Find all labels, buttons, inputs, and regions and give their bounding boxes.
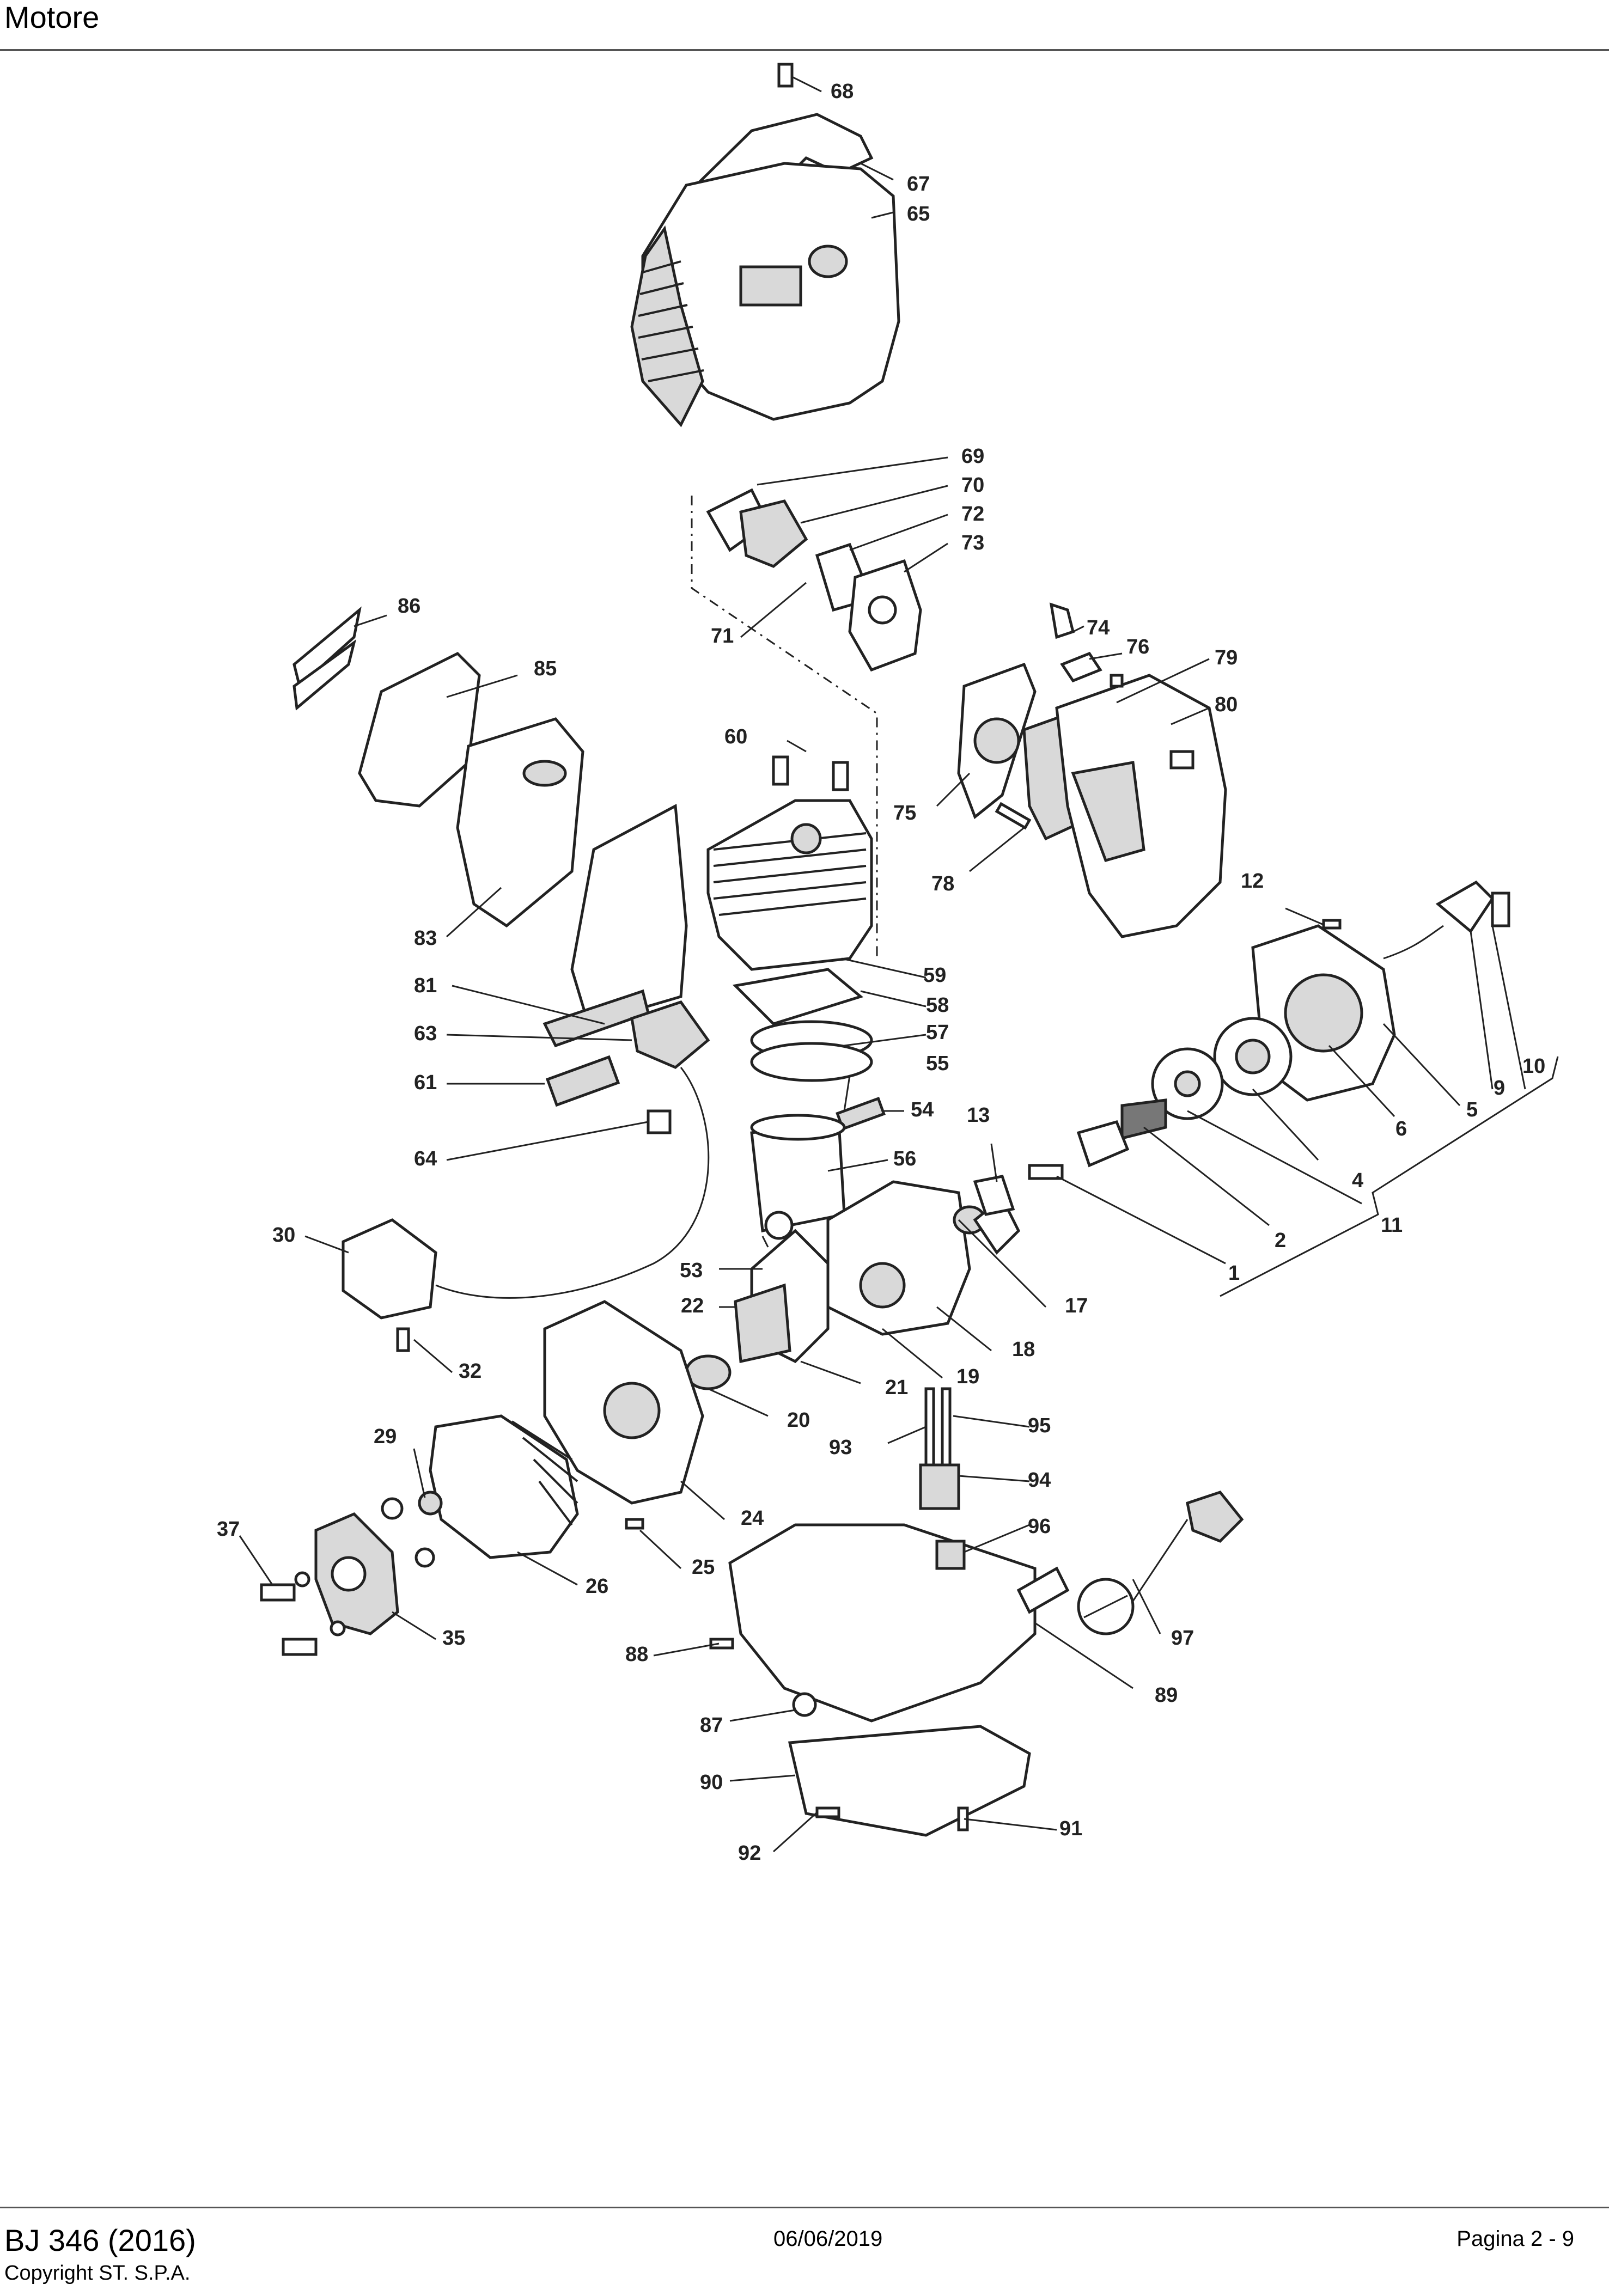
callout-1: 1 [1228, 1262, 1240, 1285]
clutch-group [239, 1512, 436, 1656]
muffler-group [292, 606, 688, 1048]
callout-18: 18 [1012, 1338, 1035, 1361]
callout-61: 61 [414, 1071, 437, 1094]
air-filter-group [936, 602, 1227, 938]
callout-37: 37 [217, 1518, 240, 1541]
callout-79: 79 [1215, 646, 1238, 669]
callout-26: 26 [586, 1575, 608, 1598]
callout-29: 29 [374, 1425, 397, 1448]
callout-75: 75 [893, 802, 916, 825]
callout-80: 80 [1215, 693, 1238, 716]
callout-89: 89 [1155, 1684, 1178, 1707]
callout-83: 83 [414, 927, 437, 950]
callout-6: 6 [1395, 1118, 1407, 1140]
fuel-tank-group [653, 1387, 1244, 1853]
callout-60: 60 [724, 725, 747, 748]
model-name: BJ 346 (2016) [4, 2223, 196, 2257]
callout-55: 55 [926, 1052, 949, 1075]
callout-78: 78 [931, 872, 954, 895]
engine-cover-parts [630, 63, 900, 428]
callout-94: 94 [1028, 1469, 1051, 1492]
callout-87: 87 [700, 1714, 723, 1737]
callout-11: 11 [1381, 1214, 1403, 1237]
callout-81: 81 [414, 974, 437, 997]
callout-72: 72 [961, 503, 984, 526]
exploded-parts-diagram: 6867656970727371868574767980607578128381… [217, 63, 1559, 1865]
callout-32: 32 [459, 1360, 482, 1383]
callout-13: 13 [967, 1104, 990, 1127]
callout-74: 74 [1087, 616, 1110, 639]
callout-58: 58 [926, 994, 949, 1017]
callout-91: 91 [1059, 1817, 1082, 1840]
callout-2: 2 [1275, 1229, 1286, 1252]
ignition-coil [304, 1218, 453, 1373]
callout-92: 92 [738, 1842, 761, 1865]
callout-53: 53 [680, 1259, 703, 1282]
cylinder-group [706, 740, 927, 1082]
callout-67: 67 [907, 173, 930, 196]
callout-86: 86 [398, 595, 420, 618]
callout-10: 10 [1522, 1055, 1545, 1078]
print-date: 06/06/2019 [773, 2227, 883, 2251]
callout-22: 22 [681, 1294, 704, 1317]
piston-group [750, 1075, 904, 1232]
callout-19: 19 [956, 1365, 979, 1388]
callout-93: 93 [829, 1436, 852, 1459]
callout-90: 90 [700, 1771, 723, 1794]
page-number: Pagina 2 - 9 [1456, 2227, 1574, 2251]
callout-71: 71 [711, 625, 734, 648]
callout-56: 56 [893, 1147, 916, 1170]
callout-30: 30 [272, 1224, 295, 1247]
callout-5: 5 [1466, 1098, 1478, 1121]
callout-68: 68 [831, 80, 854, 103]
callout-69: 69 [961, 445, 984, 468]
header-divider [0, 49, 1609, 51]
carburetor-group [691, 456, 948, 958]
callout-9: 9 [1494, 1077, 1505, 1100]
callout-17: 17 [1065, 1294, 1088, 1317]
crankcase-group [685, 1180, 1047, 1417]
callout-12: 12 [1241, 870, 1264, 893]
callout-25: 25 [692, 1556, 715, 1579]
callout-97: 97 [1171, 1627, 1194, 1650]
callout-4: 4 [1352, 1169, 1363, 1192]
callout-70: 70 [961, 474, 984, 497]
callout-88: 88 [625, 1643, 648, 1666]
starter-group [973, 880, 1559, 1297]
callout-24: 24 [741, 1507, 764, 1530]
copyright-text: Copyright ST. S.P.A. [4, 2262, 191, 2285]
callout-65: 65 [907, 203, 930, 225]
callout-85: 85 [534, 657, 557, 680]
callout-76: 76 [1126, 636, 1149, 658]
flywheel-group [381, 1300, 725, 1586]
footer-divider [0, 2207, 1609, 2208]
callout-54: 54 [911, 1098, 934, 1121]
callout-96: 96 [1028, 1515, 1051, 1538]
callout-95: 95 [1028, 1414, 1051, 1437]
callout-59: 59 [923, 964, 946, 987]
callout-57: 57 [926, 1021, 949, 1044]
callout-73: 73 [961, 532, 984, 554]
ignition-parts [435, 1000, 710, 1299]
page-title: Motore [4, 0, 100, 34]
callout-20: 20 [787, 1409, 810, 1432]
callout-21: 21 [885, 1376, 908, 1399]
callout-64: 64 [414, 1147, 437, 1170]
callout-63: 63 [414, 1022, 437, 1045]
callout-35: 35 [442, 1627, 465, 1650]
